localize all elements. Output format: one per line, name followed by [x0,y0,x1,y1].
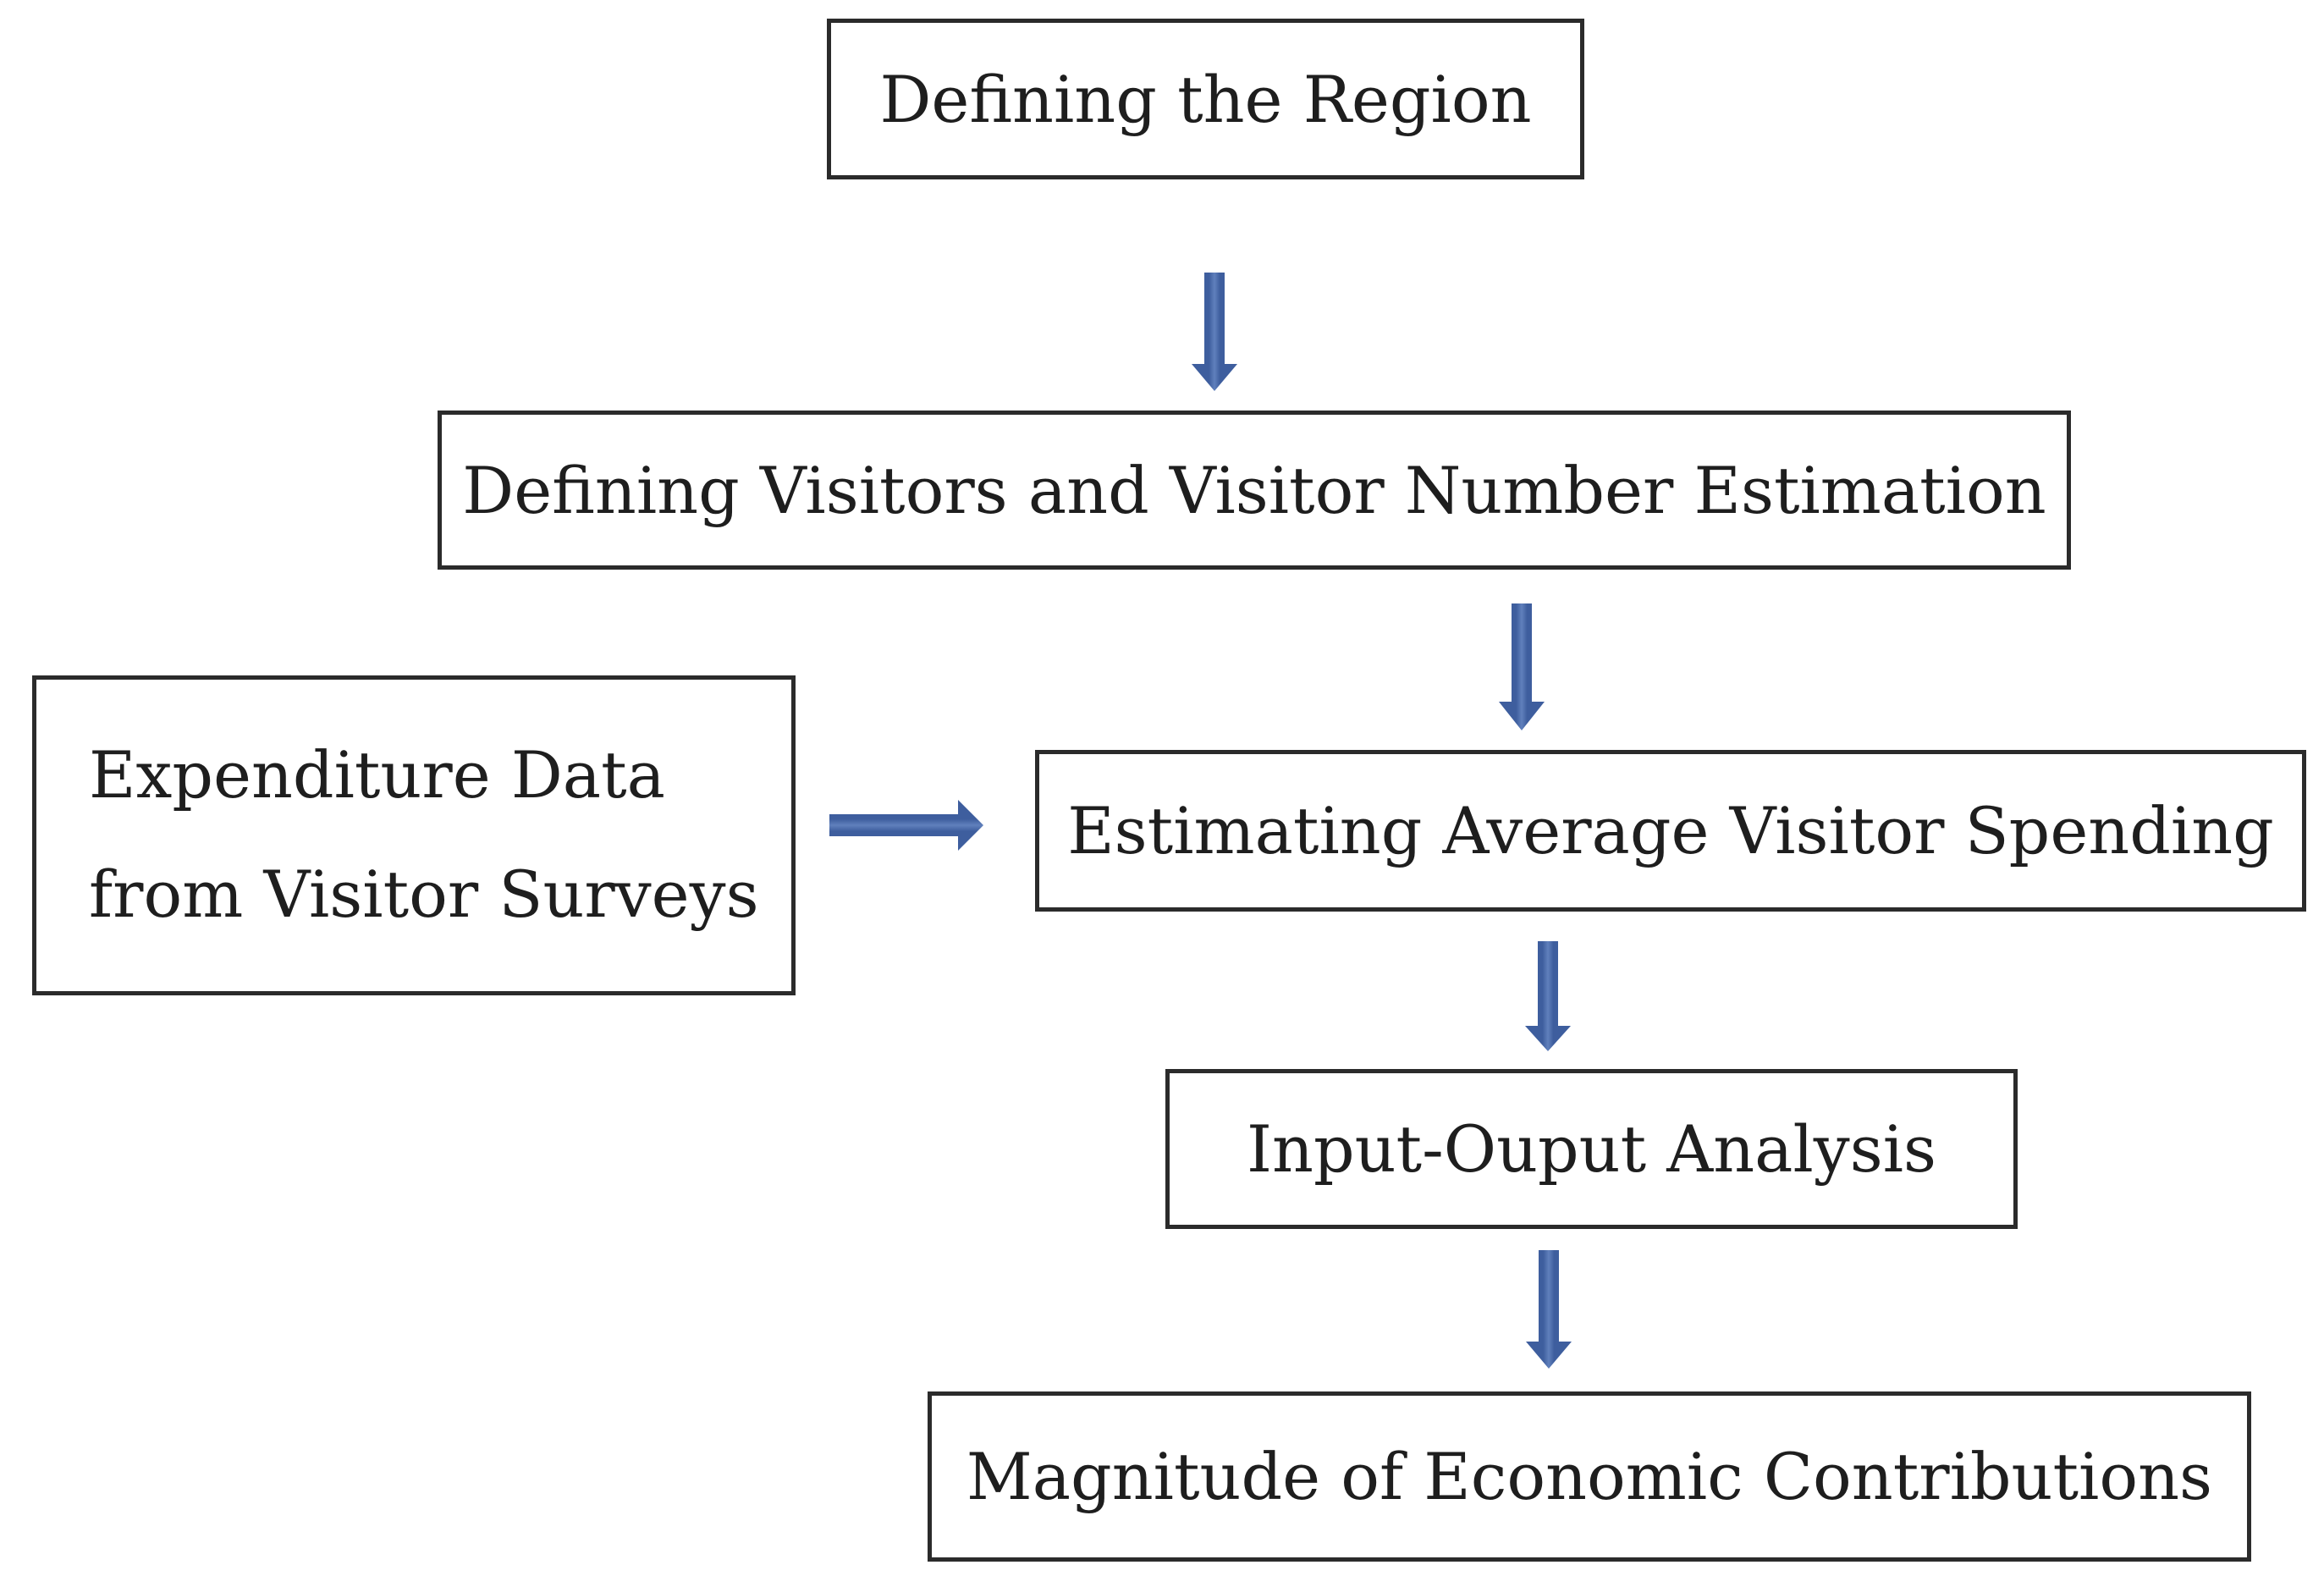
node-label-line-1: Expenditure Data [89,737,665,813]
node-label: Expenditure Data from Visitor Surveys [89,716,759,954]
node-magnitude: Magnitude of Economic Contributions [928,1391,2251,1562]
node-expenditure-data: Expenditure Data from Visitor Surveys [32,675,796,995]
node-input-output: Input-Ouput Analysis [1165,1069,2018,1229]
node-defining-region: Defining the Region [827,19,1584,179]
node-label: Magnitude of Economic Contributions [966,1439,2213,1514]
node-label-line-2: from Visitor Surveys [89,857,759,932]
node-defining-visitors: Defining Visitors and Visitor Number Est… [438,411,2071,570]
node-label: Defining Visitors and Visitor Number Est… [462,452,2046,528]
arrow-down-icon [1526,1250,1572,1369]
arrow-down-icon [1499,603,1545,730]
node-label: Input-Ouput Analysis [1246,1111,1937,1187]
arrow-right-icon [829,800,983,851]
node-estimating-spending: Estimating Average Visitor Spending [1035,750,2306,912]
node-label: Defining the Region [879,61,1532,137]
arrow-down-icon [1192,273,1237,391]
arrow-down-icon [1525,941,1571,1051]
node-label: Estimating Average Visitor Spending [1067,793,2274,868]
